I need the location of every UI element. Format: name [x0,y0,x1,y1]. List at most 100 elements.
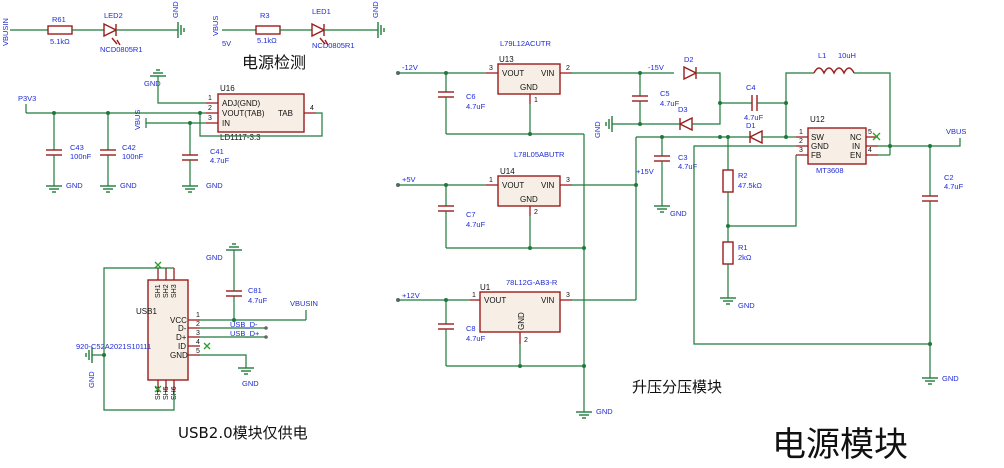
r1-ref: R1 [738,243,748,252]
c7-value: 4.7uF [466,220,486,229]
u12-pin-num-3: 3 [799,147,803,154]
net-label-gnd-c42: GND [120,181,137,190]
u14-vin: VIN [541,181,555,190]
net-label-p3v3: P3V3 [18,94,36,103]
net-label-gnd-c3: GND [670,209,687,218]
led2-light-arrows [111,37,121,46]
usb-connector-block: USB1 920-C52A2021S10111 VCC D- D+ ID GND… [76,243,318,411]
c2-ref: C2 [944,173,954,182]
gnd-symbol [605,116,613,132]
net-label-gnd-usb: GND [242,379,259,388]
r2-value: 47.5kΩ [738,181,762,190]
u14-part: L78L05ABUTR [514,150,565,159]
regulator-u1 [479,291,561,333]
net-label-minus12v: -12V [402,63,418,72]
u1-gnd: GND [517,312,526,330]
ldo-pin-num-3: 3 [208,115,212,122]
net-label-vbusin: VBUSIN [1,18,10,46]
u1-ref: U1 [480,283,491,292]
resistor-r1 [722,241,734,265]
u13-ref: U13 [499,55,514,64]
net-label-gnd-led1: GND [371,1,380,18]
led2-symbol [103,22,118,38]
net-label-gnd-c2: GND [942,374,959,383]
net-label-gnd-bus: GND [596,407,613,416]
gnd-symbol [720,297,736,305]
net-label-gnd-d3: GND [593,121,602,138]
net-label-vbusin-usb: VBUSIN [290,299,318,308]
u14-pin-vout: 1 [489,177,493,184]
u1-part: 78L12G-AB3-R [506,278,558,287]
usb-shield-sh2: SH2 [163,284,170,298]
no-connect-marker [872,132,881,141]
ldo-part: LD1117-3.3 [220,133,261,142]
detect-led2-circuit: VBUSIN R61 5.1kΩ LED2 NCD0805R1 GND [1,1,185,54]
u13-part: L79L12ACUTR [500,39,551,48]
net-label-vbus-out: VBUS [946,127,966,136]
ldo-pin-num-4: 4 [310,105,314,112]
usb-shield-sh4: SH4 [155,386,162,400]
d3-ref: D3 [678,105,688,114]
led1-symbol [311,22,326,38]
title-power-detect: 电源检测 [242,53,306,72]
regulator-u13 [497,63,561,95]
resistor-r2 [722,169,734,193]
net-label-minus15v: -15V [648,63,664,72]
usb-connector-usb1 [147,279,189,381]
c7-ref: C7 [466,210,476,219]
l1-value: 10uH [838,51,856,60]
led1-light-arrows [319,37,329,46]
regulator-u14 [497,175,561,207]
gnd-symbol [922,377,938,385]
r61-ref: R61 [52,15,66,24]
net-label-gnd-usb-shell: GND [87,371,96,388]
ldo-pin-adj: ADJ(GND) [222,99,261,108]
gnd-symbol [182,185,198,193]
no-connect-marker [203,342,211,350]
usb-pin-num-3: 3 [196,330,200,337]
c3-value: 4.7uF [678,162,698,171]
c41-value: 4.7uF [210,156,230,165]
u14-vout: VOUT [502,181,524,190]
ldo-pin-num-2: 2 [208,105,212,112]
gnd-symbol [46,185,62,193]
resistor-r3 [255,25,281,35]
c3-ref: C3 [678,153,688,162]
u1-pin-gnd: 2 [524,337,528,344]
net-label-gnd-c41: GND [206,181,223,190]
detect-led1-circuit: VBUS 5V R3 5.1kΩ LED1 NCD0805R1 GND [211,1,385,50]
usb-pin-vcc: VCC [170,316,187,325]
c6-value: 4.7uF [466,102,486,111]
led1-ref: LED1 [312,7,331,16]
net-label-gnd-r1: GND [738,301,755,310]
net-label-5v: 5V [222,39,231,48]
u14-pin-gnd: 2 [534,209,538,216]
usb-shield-sh1: SH1 [155,284,162,298]
net-label-plus12v: +12V [402,291,420,300]
u12-pin-num-5: 5 [868,129,872,136]
usb-pin-dp: D+ [176,333,187,342]
net-label-plus15v: +15V [636,167,654,176]
u13-pin-gnd: 1 [534,97,538,104]
ldo-pin-tab: TAB [278,109,293,118]
c8-value: 4.7uF [466,334,486,343]
gnd-symbol [226,243,242,251]
net-label-usb-dm: USB_D- [230,320,258,329]
net-label-gnd-adj: GND [144,79,161,88]
usb-pin-dm: D- [178,324,187,333]
u12-pin-fb: FB [811,151,821,160]
net-label-gnd-c43: GND [66,181,83,190]
boost-converter: -15V C5 4.7uF D2 D3 GND C4 4.7uF L1 10uH… [593,51,966,385]
u12-part: MT3608 [816,166,844,175]
gnd-symbol [238,367,254,375]
gnd-symbol [100,185,116,193]
u13-vout: VOUT [502,69,524,78]
net-label-gnd-led2: GND [171,1,180,18]
inductor-l1 [813,67,855,75]
c43-ref: C43 [70,143,84,152]
u13-gnd: GND [520,83,538,92]
ldo-pin-num-1: 1 [208,95,212,102]
u12-ref: U12 [810,115,825,124]
u14-pin-vin: 3 [566,177,570,184]
